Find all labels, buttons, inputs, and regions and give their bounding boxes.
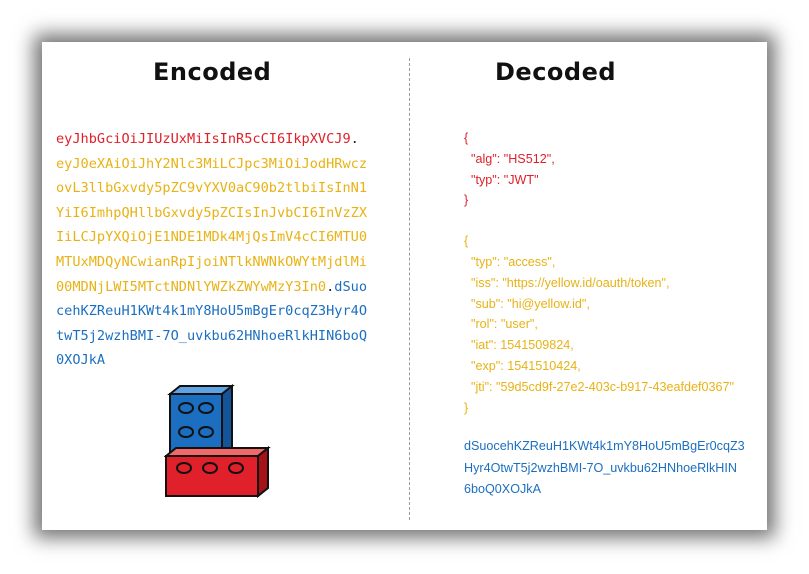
payload-rol: "rol": "user", — [464, 317, 538, 332]
header-close-brace: } — [464, 193, 469, 208]
payload-close-brace: } — [464, 400, 469, 415]
encoded-signature-start: dSuo — [334, 278, 368, 295]
decoded-heading: Decoded — [495, 58, 617, 86]
decoded-header: { "alg": "HS512", "typ": "JWT" } — [464, 128, 764, 211]
encoded-line-5: IiLCJpYXQiOjE1NDE1MDk4MjQsImV4cCI6MTU0 — [56, 229, 367, 246]
payload-iat: "iat": 1541509824, — [464, 338, 574, 353]
encoded-line-4: YiI6ImhpQHllbGxvdy5pZCIsInJvbCI6InVzZX — [56, 204, 367, 221]
encoded-line-2: eyJ0eXAiOiJhY2Nlc3MiLCJpc3MiOiJodHRwcz — [56, 155, 367, 172]
signature-line-2: Hyr4OtwT5j2wzhBMI-7O_uvkbu62HNhoeRlkHIN — [464, 460, 737, 475]
payload-open-brace: { — [464, 234, 469, 249]
encoded-line-1: eyJhbGciOiJIUzUxMiIsInR5cCI6IkpXVCJ9. — [56, 127, 361, 152]
encoded-dot-2: . — [326, 278, 335, 295]
encoded-line-6: MTUxMDQyNCwianRpIjoiNTlkNWNkOWYtMjdlMi — [56, 253, 367, 270]
decoded-token: { "alg": "HS512", "typ": "JWT" } { "typ"… — [464, 128, 764, 501]
encoded-header-part: eyJhbGciOiJIUzUxMiIsInR5cCI6IkpXVCJ9 — [56, 131, 351, 147]
signature-line-3: 6boQ0XOJkA — [464, 482, 542, 497]
encoded-token: eyJhbGciOiJIUzUxMiIsInR5cCI6IkpXVCJ9. ey… — [56, 127, 367, 373]
encoded-heading: Encoded — [153, 58, 272, 86]
payload-typ: "typ": "access", — [464, 254, 556, 269]
payload-iss: "iss": "https://yellow.id/oauth/token", — [464, 275, 670, 290]
payload-sub: "sub": "hi@yellow.id", — [464, 296, 590, 311]
payload-exp: "exp": 1541510424, — [464, 358, 581, 373]
encoded-line-8: cehKZReuH1KWt4k1mY8HoU5mBgEr0cqZ3Hyr4O — [56, 303, 367, 320]
lego-bricks-icon — [164, 384, 271, 499]
jwt-illustration-card: Encoded Decoded eyJhbGciOiJIUzUxMiIsInR5… — [42, 42, 767, 530]
payload-jti: "jti": "59d5cd9f-27e2-403c-b917-43eafdef… — [464, 379, 734, 394]
red-brick — [164, 445, 271, 499]
header-typ: "typ": "JWT" — [464, 172, 539, 187]
header-alg: "alg": "HS512", — [464, 151, 555, 166]
encoded-line-9: twT5j2wzhBMI-7O_uvkbu62HNhoeRlkHIN6boQ — [56, 327, 367, 344]
encoded-line-3: ovL3llbGxvdy5pZC9vYXV0aC90b2tlbiIsInN1 — [56, 180, 367, 197]
decoded-payload: { "typ": "access", "iss": "https://yello… — [464, 231, 764, 418]
decoded-signature: dSuocehKZReuH1KWt4k1mY8HoU5mBgEr0cqZ3 Hy… — [464, 436, 764, 501]
encoded-line-10: 0XOJkA — [56, 352, 106, 369]
signature-line-1: dSuocehKZReuH1KWt4k1mY8HoU5mBgEr0cqZ3 — [464, 439, 745, 454]
dashed-divider — [409, 58, 410, 520]
encoded-dot-1: . — [350, 131, 359, 147]
encoded-payload-tail: 00MDNjLWI5MTctNDNlYWZkZWYwMzY3In0 — [56, 278, 327, 295]
header-open-brace: { — [464, 131, 469, 145]
encoded-line-7: 00MDNjLWI5MTctNDNlYWZkZWYwMzY3In0.dSuo — [56, 275, 367, 300]
